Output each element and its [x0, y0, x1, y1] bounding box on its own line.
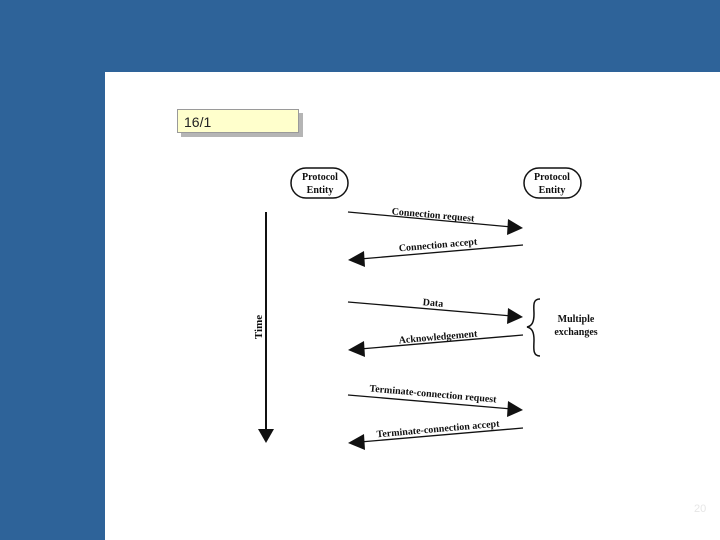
message-acknowledgement: Acknowledgement: [348, 329, 524, 357]
right-entity-label-line1: Protocol: [534, 172, 570, 183]
time-arrowhead: [258, 429, 274, 443]
connection-request-label: Connection request: [391, 206, 475, 224]
right-entity-label-line2: Entity: [539, 185, 566, 196]
message-data: Data: [347, 297, 523, 324]
message-terminate-accept: Terminate-connection accept: [348, 419, 524, 450]
time-axis: Time: [253, 212, 274, 443]
brace-label-line2: exchanges: [554, 327, 597, 338]
data-label: Data: [422, 297, 443, 310]
terminate-accept-label: Terminate-connection accept: [376, 419, 500, 441]
multiple-exchanges-brace: Multiple exchanges: [526, 298, 598, 357]
slide-panel: [105, 72, 720, 540]
page-number: 20: [694, 503, 707, 515]
left-entity-label-line1: Protocol: [302, 172, 338, 183]
message-terminate-request: Terminate-connection request: [347, 383, 523, 417]
message-connection-accept: Connection accept: [348, 237, 524, 267]
figure-tag: 16/1: [177, 109, 299, 133]
message-connection-request: Connection request: [347, 206, 523, 235]
left-protocol-entity: Protocol Entity: [290, 167, 349, 199]
time-label: Time: [253, 315, 265, 339]
left-entity-label-line2: Entity: [307, 185, 334, 196]
right-protocol-entity: Protocol Entity: [523, 167, 582, 199]
brace-label-line1: Multiple: [558, 314, 595, 325]
acknowledgement-label: Acknowledgement: [398, 329, 478, 347]
